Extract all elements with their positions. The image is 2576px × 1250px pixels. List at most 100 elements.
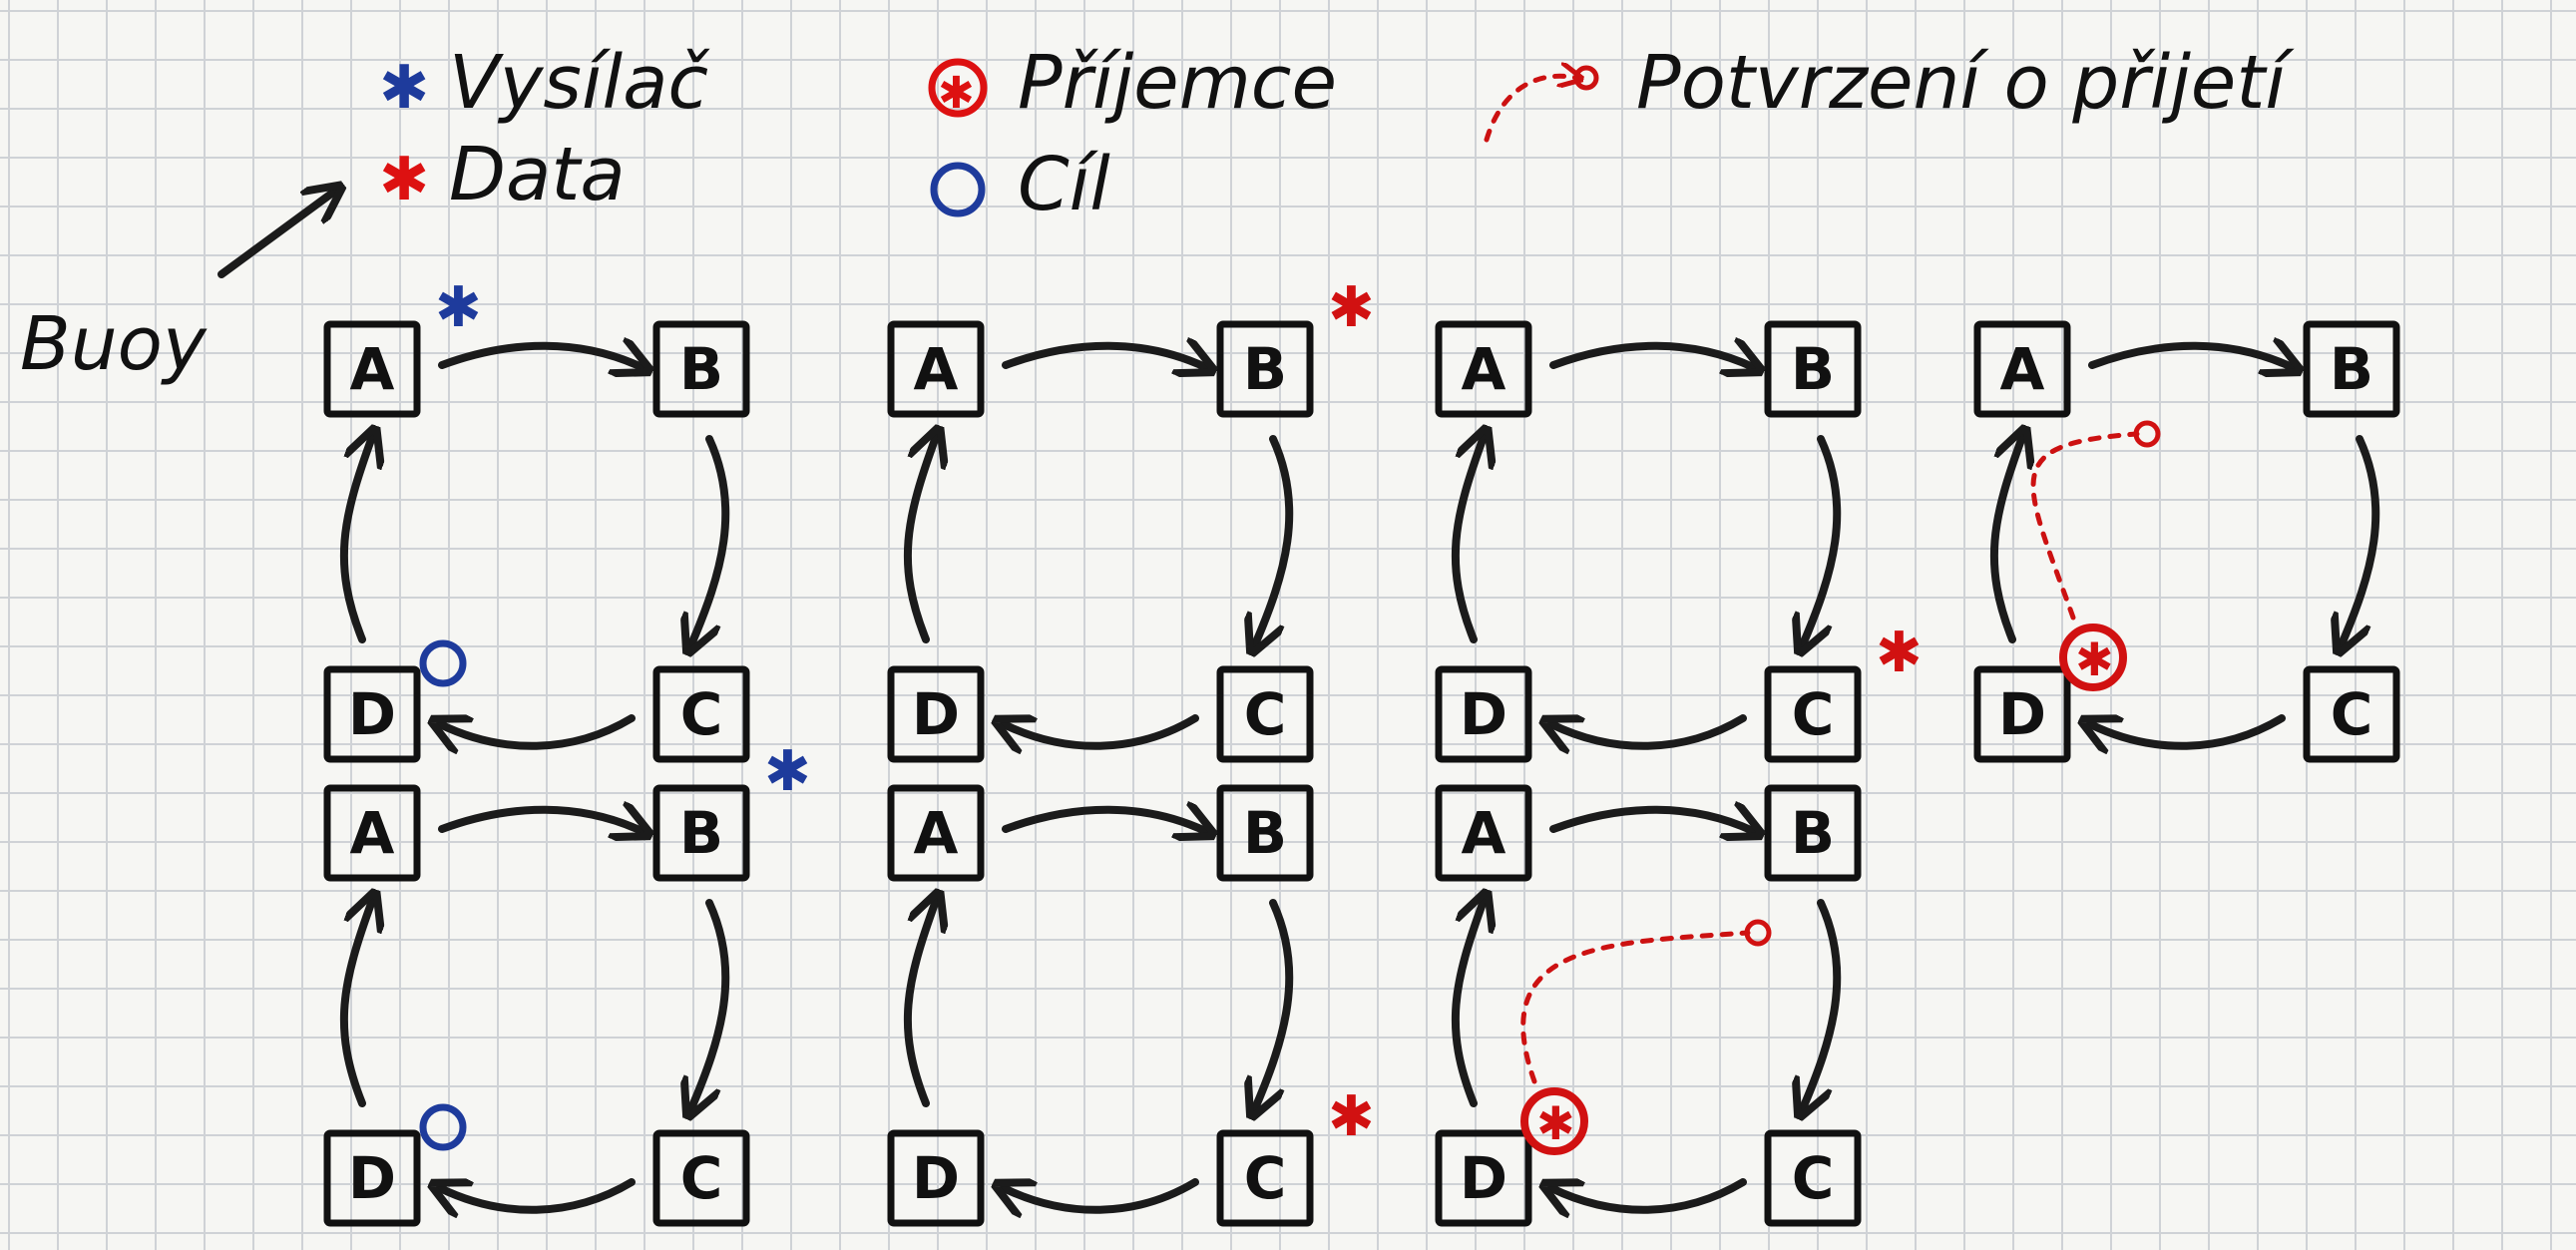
legend-target-label: Cíl bbox=[1018, 142, 1110, 227]
blue-circle-icon bbox=[930, 162, 986, 217]
ack-end-circle-icon bbox=[1744, 919, 1772, 947]
node-c: C bbox=[1216, 1129, 1314, 1227]
node-box bbox=[323, 784, 421, 882]
node-b: B bbox=[1764, 784, 1862, 882]
receiving-star-icon: ✱ bbox=[1536, 1096, 1575, 1150]
node-label: B bbox=[2330, 335, 2373, 403]
node-box bbox=[323, 1129, 421, 1227]
arrow-a-to-b bbox=[2088, 346, 2292, 367]
node-a: A bbox=[1435, 784, 1532, 882]
node-d: D bbox=[323, 665, 421, 763]
arrow-a-to-b bbox=[1549, 810, 1753, 831]
node-label: D bbox=[1460, 1144, 1507, 1212]
node-c: C bbox=[1764, 665, 1862, 763]
node-label: D bbox=[1460, 680, 1507, 748]
arrow-d-to-a bbox=[1451, 901, 1484, 1107]
arrow-a-to-b bbox=[438, 346, 642, 367]
blue-star-icon: ✱ bbox=[379, 53, 429, 123]
node-label: D bbox=[912, 680, 960, 748]
arrow-c-to-d bbox=[2090, 714, 2286, 746]
buoy-annotation: Buoy bbox=[20, 192, 334, 387]
buoy-label: Buoy bbox=[20, 301, 208, 387]
node-d: D bbox=[1973, 665, 2071, 763]
node-a: A bbox=[1435, 320, 1532, 418]
node-d: D bbox=[887, 665, 985, 763]
ring-panel-3: A B C D ✱ bbox=[1435, 320, 1923, 763]
arrow-b-to-c bbox=[2342, 435, 2380, 644]
arrow-b-to-c bbox=[1803, 899, 1842, 1108]
transmitter-star-icon: ✱ bbox=[764, 739, 811, 804]
node-d: D bbox=[323, 1129, 421, 1227]
red-star-icon: ✱ bbox=[379, 145, 429, 214]
node-label: C bbox=[1244, 680, 1287, 748]
node-label: C bbox=[1792, 680, 1835, 748]
node-b: B bbox=[652, 320, 750, 418]
node-box bbox=[887, 1129, 985, 1227]
node-label: D bbox=[348, 1144, 396, 1212]
node-box bbox=[1435, 665, 1532, 763]
node-label: B bbox=[1791, 335, 1835, 403]
node-label: C bbox=[680, 1144, 723, 1212]
node-box bbox=[1435, 784, 1532, 882]
arrow-c-to-d bbox=[1004, 714, 1199, 746]
node-box bbox=[887, 320, 985, 418]
legend-transmitter-label: Vysílač bbox=[449, 40, 710, 126]
arrow-a-to-b bbox=[1549, 346, 1753, 367]
ack-end-circle-icon bbox=[1573, 65, 1599, 91]
arrow-d-to-a bbox=[903, 437, 936, 643]
red-star-inner-icon: ✱ bbox=[938, 68, 975, 119]
target-circle-icon bbox=[419, 639, 467, 687]
data-star-icon: ✱ bbox=[1876, 621, 1923, 685]
arrow-d-to-a bbox=[903, 901, 936, 1107]
node-box bbox=[652, 1129, 750, 1227]
node-label: B bbox=[679, 335, 723, 403]
node-box bbox=[323, 320, 421, 418]
legend-data-label: Data bbox=[449, 132, 626, 217]
node-d: D bbox=[1435, 665, 1532, 763]
node-box bbox=[887, 784, 985, 882]
node-label: C bbox=[1792, 1144, 1835, 1212]
node-label: C bbox=[1244, 1144, 1287, 1212]
node-b: B bbox=[1216, 784, 1314, 882]
node-label: B bbox=[679, 799, 723, 867]
node-label: A bbox=[914, 335, 959, 403]
node-box bbox=[323, 665, 421, 763]
legend-ack: Potvrzení o přijetí bbox=[1484, 40, 2295, 143]
ack-end-circle-icon bbox=[2133, 420, 2161, 448]
arrow-a-to-b bbox=[1002, 346, 1205, 367]
data-star-icon: ✱ bbox=[1328, 1084, 1375, 1149]
node-b: B bbox=[2303, 320, 2400, 418]
legend-transmitter: ✱ Vysílač bbox=[379, 40, 710, 126]
arrow-b-to-c bbox=[1255, 435, 1294, 644]
legend-data: ✱ Data bbox=[379, 132, 626, 217]
arrow-c-to-d bbox=[440, 714, 636, 746]
transmitter-star-icon: ✱ bbox=[435, 275, 482, 340]
node-label: D bbox=[1998, 680, 2046, 748]
arrow-a-to-b bbox=[1002, 810, 1205, 831]
ack-dashed-arc bbox=[1520, 930, 1751, 1084]
node-label: A bbox=[2000, 335, 2045, 403]
node-box bbox=[1216, 1129, 1314, 1227]
node-box bbox=[887, 665, 985, 763]
receiving-star-icon: ✱ bbox=[2075, 632, 2114, 686]
node-a: A bbox=[323, 784, 421, 882]
arrow-d-to-a bbox=[1451, 437, 1484, 643]
node-a: A bbox=[1973, 320, 2071, 418]
ring-panel-4: A B C D ✱ bbox=[1973, 320, 2400, 763]
legend: ✱ Vysílač ✱ Data ✱ Příjemce Cíl Potvrzen… bbox=[379, 40, 2295, 227]
arrow-d-to-a bbox=[339, 901, 372, 1107]
legend-ack-label: Potvrzení o přijetí bbox=[1636, 40, 2295, 126]
node-c: C bbox=[652, 665, 750, 763]
node-label: C bbox=[2331, 680, 2373, 748]
node-d: D bbox=[1435, 1129, 1532, 1227]
node-box bbox=[1216, 665, 1314, 763]
arrow-b-to-c bbox=[1803, 435, 1842, 644]
node-label: A bbox=[1462, 799, 1506, 867]
arrow-b-to-c bbox=[1255, 899, 1294, 1108]
node-a: A bbox=[887, 320, 985, 418]
node-c: C bbox=[652, 1129, 750, 1227]
node-box bbox=[1435, 320, 1532, 418]
node-c: C bbox=[2303, 665, 2400, 763]
